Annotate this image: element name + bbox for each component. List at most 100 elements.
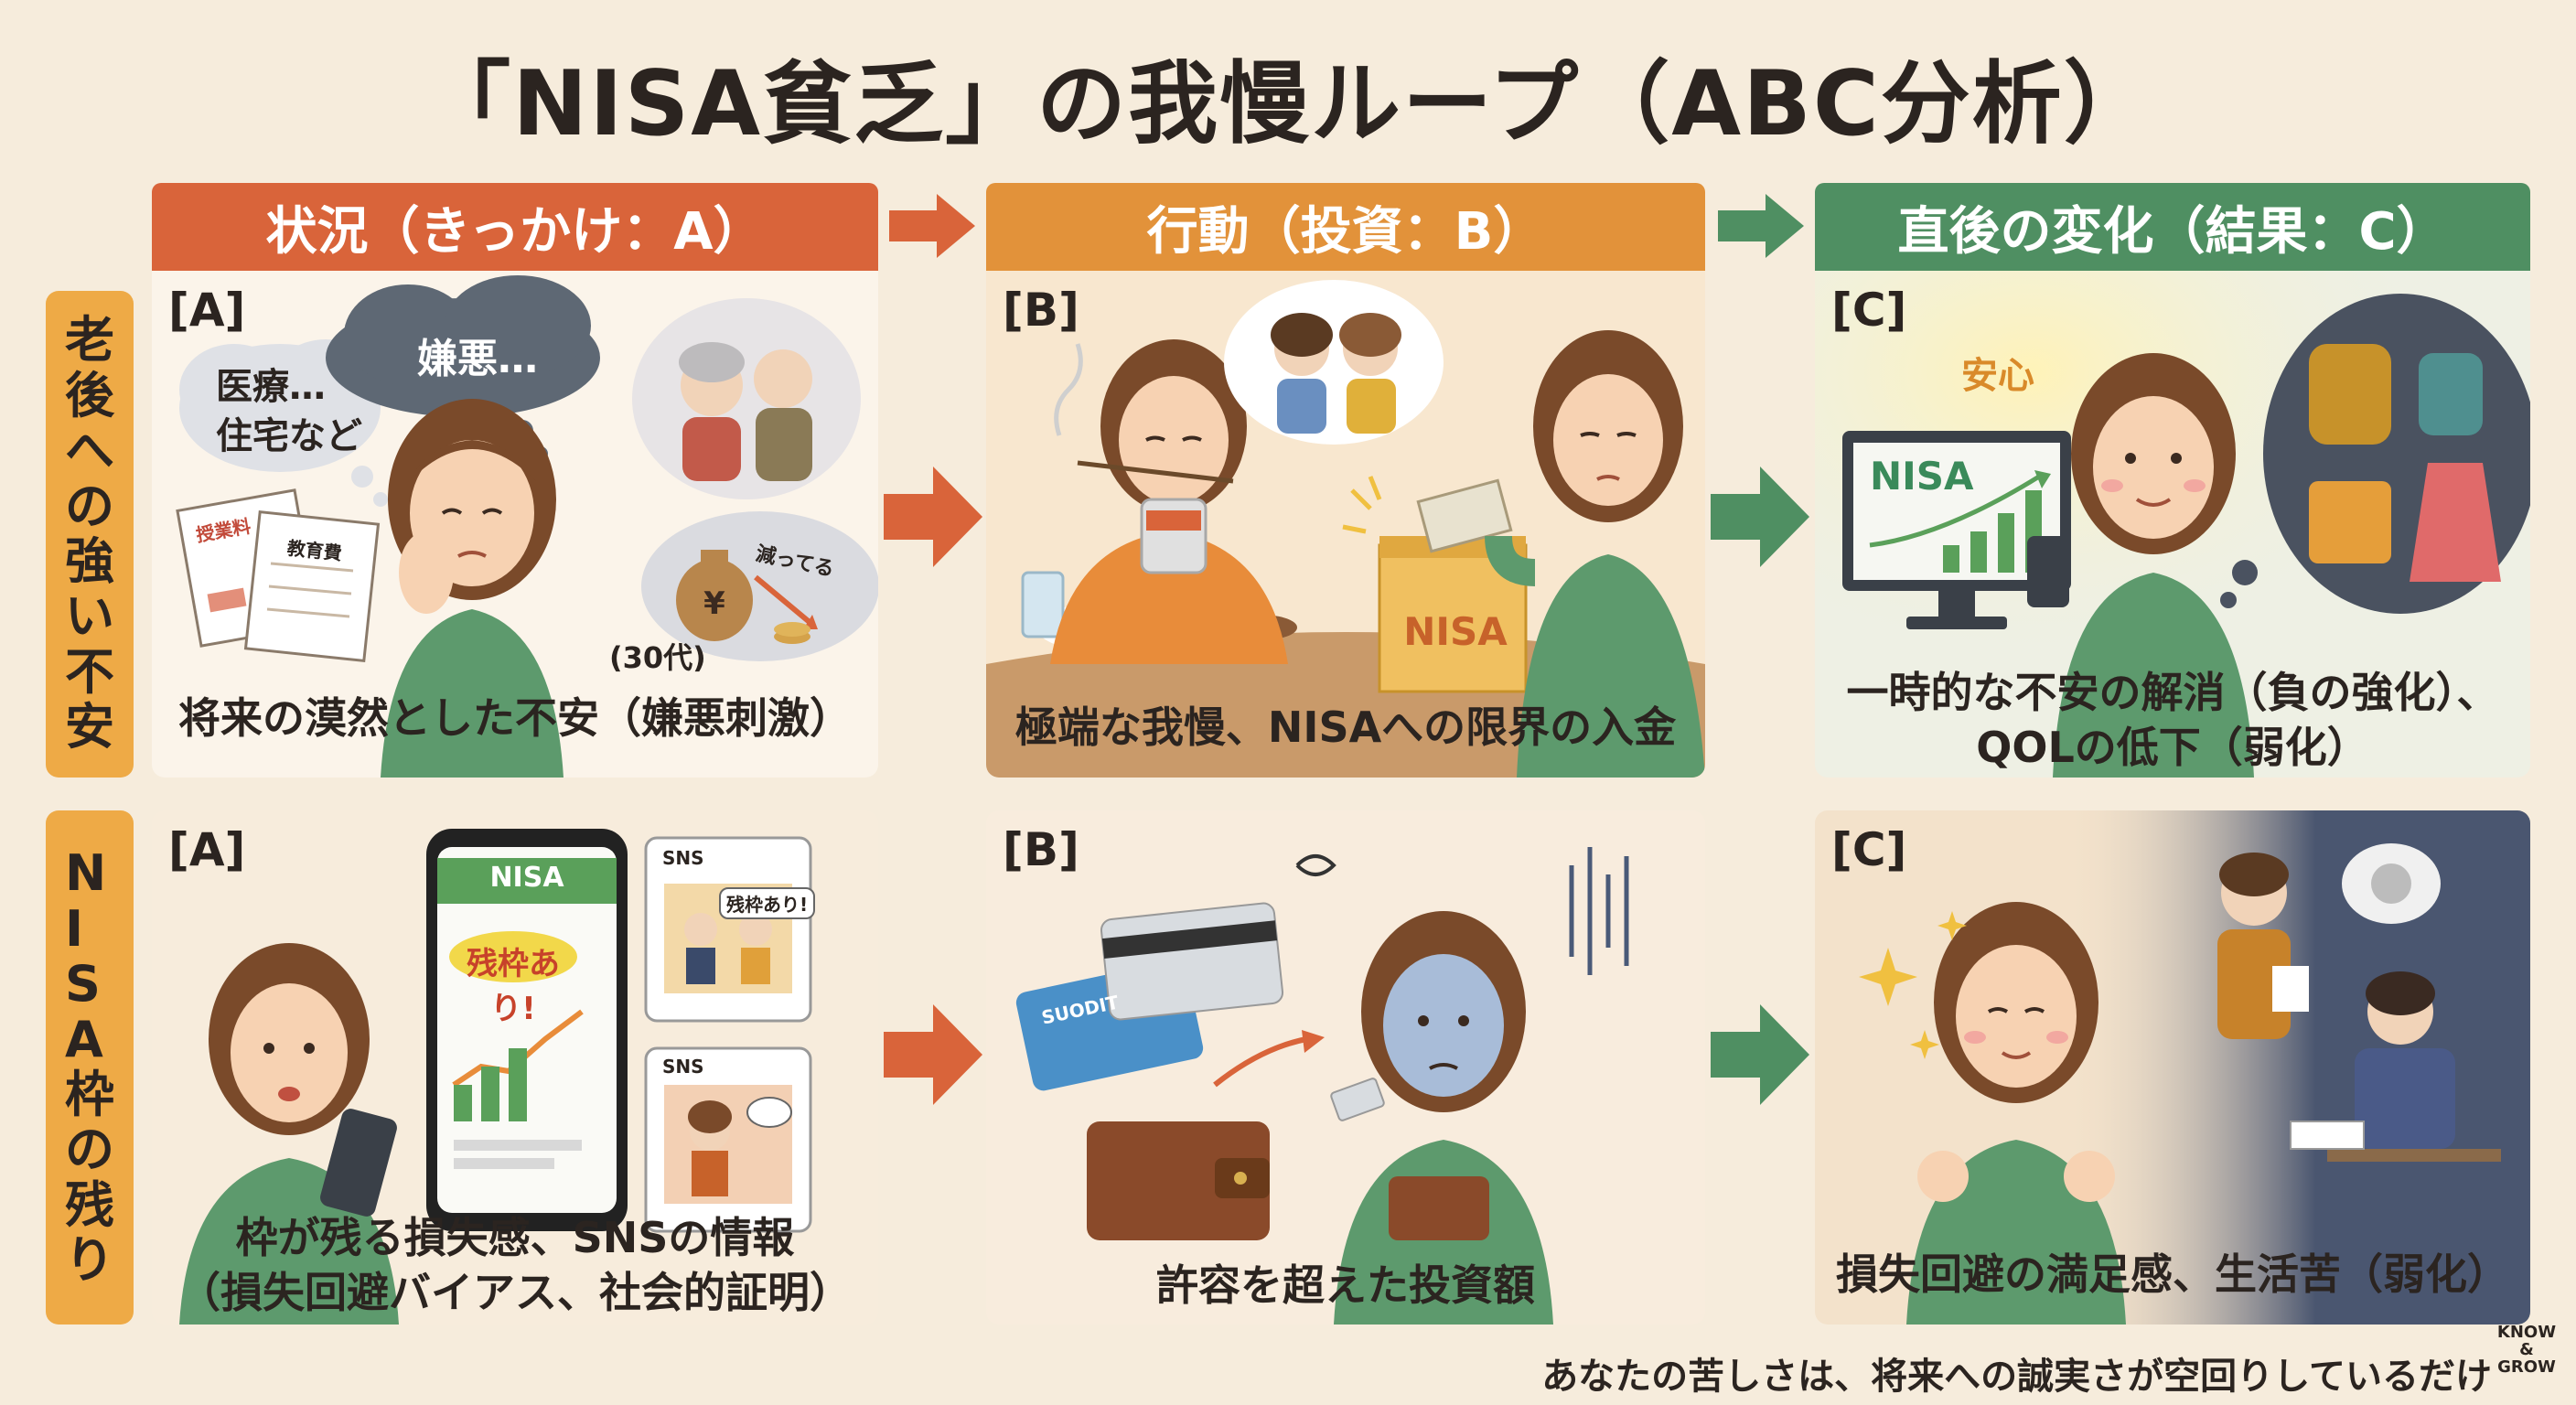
phone-header: NISA: [489, 862, 564, 894]
column-header-behavior: 行動（投資：B）: [986, 183, 1705, 271]
page-title: 「NISA貧乏」の我慢ループ（ABC分析）: [421, 52, 2155, 156]
flow-arrow-row1-ab: [884, 467, 982, 567]
noodle-woman-illustration: [986, 280, 1705, 778]
panel-caption: 極端な我慢、NISAへの限界の入金: [1014, 702, 1677, 752]
panel-a-row1: ¥ [A] 医療… 住宅など 嫌悪… 授業料 教育費 減ってる (30代) 将来…: [152, 271, 878, 778]
panel-tag: [C]: [1831, 823, 1907, 876]
bubble-line: 医療…: [216, 366, 326, 408]
caption-line: QOLの低下（弱化）: [1976, 722, 2369, 772]
flow-arrow-row2-bc: [1711, 1004, 1809, 1105]
anxious-woman-illustration: ¥: [176, 275, 878, 778]
sparkle-icon: [1859, 911, 1967, 1059]
elderly-couple-bubble: [632, 298, 861, 499]
row-label-char: A: [65, 1010, 103, 1068]
panel-caption: 一時的な不安の解消（負の強化）、 QOLの低下（弱化）: [1815, 666, 2530, 776]
flow-arrow-row2-ab: [884, 1004, 982, 1105]
woman-eating: [1050, 339, 1288, 664]
logo-line: GROW: [2497, 1357, 2556, 1377]
row-label-char: の: [65, 1121, 114, 1179]
logo-line: KNOW: [2496, 1323, 2557, 1342]
row-label-char: I: [65, 899, 84, 958]
row-label-char: N: [65, 844, 107, 903]
phone-woman-illustration: [179, 829, 812, 1325]
logo-line: &: [2519, 1339, 2534, 1359]
woman-pale: [1330, 911, 1553, 1325]
column-header-consequence: 直後の変化（結果：C）: [1815, 183, 2530, 271]
nisa-box-label: NISA: [1403, 609, 1508, 654]
panel-a-row2: [A] NISA 残枠あり! SNS 残枠あり! SNS 枠が残る損失感、SNS…: [152, 810, 878, 1325]
panel-tag: [C]: [1831, 284, 1907, 337]
footer-message: あなたの苦しさは、将来への誠実さが空回りしているだけ: [1541, 1356, 2492, 1398]
sns-label: SNS: [662, 1056, 704, 1078]
sns-card-2: [644, 1046, 812, 1233]
row-label-char: 枠: [65, 1066, 114, 1123]
woman-smiling: [2027, 353, 2254, 778]
sns-card-1: [644, 836, 812, 1023]
woman-content: [1906, 902, 2126, 1325]
header-arrow-a-b: [889, 194, 975, 258]
column-header-situation: 状況（きっかけ：A）: [152, 183, 878, 271]
worry-bubble-text: 医療… 住宅など: [216, 362, 362, 461]
woman-depositing: [1485, 330, 1705, 778]
flow-arrow-row1-bc: [1711, 467, 1809, 567]
relief-woman-illustration: [1815, 271, 2530, 778]
header-arrow-b-c: [1718, 194, 1804, 258]
panel-tag: [A]: [168, 284, 246, 337]
row-label-char: 不: [65, 642, 114, 701]
row-label-anxiety: 老後への強い不安: [46, 291, 134, 778]
row-label-char: 安: [65, 698, 114, 756]
row-label-char: へ: [65, 422, 114, 480]
satisfied-woman-illustration: [1815, 810, 2530, 1325]
credit-cards: [1015, 902, 1284, 1091]
sns-label: SNS: [662, 847, 704, 869]
row-label-char: 強: [65, 532, 114, 590]
panel-tag: [B]: [1003, 284, 1079, 337]
panel-caption: 許容を超えた投資額: [1156, 1260, 1535, 1310]
friends-bubble: [1224, 280, 1444, 445]
panel-tag: [B]: [1003, 823, 1079, 876]
brand-logo: KNOW & GROW: [2490, 1323, 2563, 1377]
screen-label: NISA: [1870, 454, 1974, 499]
family-struggling: [2217, 843, 2501, 1162]
woman-figure: [381, 399, 564, 778]
row-label-text: 老後への強い不安: [65, 311, 114, 756]
row-label-char: S: [65, 955, 101, 1014]
bubble-line: 住宅など: [216, 415, 362, 457]
panel-b-row1: [B] NISA 極端な我慢、NISAへの限界の入金: [986, 271, 1705, 778]
panel-c-row2: [C] 損失回避の満足感、生活苦（弱化）: [1815, 810, 2530, 1325]
panel-caption: 枠が残る損失感、SNSの情報 （損失回避バイアス、社会的証明）: [152, 1211, 878, 1321]
row-label-char: 後: [65, 366, 114, 424]
document-label: 教育費: [285, 536, 343, 565]
panel-caption: 将来の漠然とした不安（嫌悪刺激）: [178, 693, 852, 743]
woman-worried: [179, 943, 399, 1325]
phone-bubble: 残枠あり!: [467, 946, 560, 1027]
panel-c-row1: [C] 安心 NISA 一時的な不安の解消（負の強化）、 QOLの低下（弱化）: [1815, 271, 2530, 778]
nisa-box: [1378, 478, 1528, 693]
caption-line: （損失回避バイアス、社会的証明）: [178, 1267, 852, 1317]
age-note: (30代): [609, 640, 706, 675]
svg-text:¥: ¥: [703, 585, 725, 622]
panel-caption: 損失回避の満足感、生活苦（弱化）: [1836, 1249, 2509, 1299]
row-label-char: い: [65, 587, 114, 646]
caption-line: 一時的な不安の解消（負の強化）、: [1846, 668, 2499, 717]
row-label-char: の: [65, 477, 114, 535]
documents-icon: [176, 488, 381, 663]
panel-tag: [A]: [168, 823, 246, 876]
disgust-bubble-text: 嫌悪…: [417, 336, 538, 382]
dark-cloud: [326, 275, 600, 461]
row-label-char: り: [65, 1231, 114, 1290]
money-bag-bubble: ¥: [641, 511, 878, 661]
panel-b-row2: [B] SUODIT 許容を超えた投資額: [986, 810, 1705, 1325]
wishlist-bubble: [2220, 294, 2530, 614]
smartphone: [426, 829, 628, 1231]
wallet-woman-illustration: [1015, 847, 1629, 1325]
caption-line: 枠が残る損失感、SNSの情報: [235, 1213, 795, 1262]
worry-cloud-left: [179, 339, 388, 507]
wallet-icon: [1087, 1121, 1270, 1240]
row-label-char: 残: [65, 1175, 114, 1234]
sns-bubble: 残枠あり!: [719, 887, 816, 919]
row-label-char: 老: [65, 311, 114, 370]
relief-label: 安心: [1961, 355, 2034, 397]
